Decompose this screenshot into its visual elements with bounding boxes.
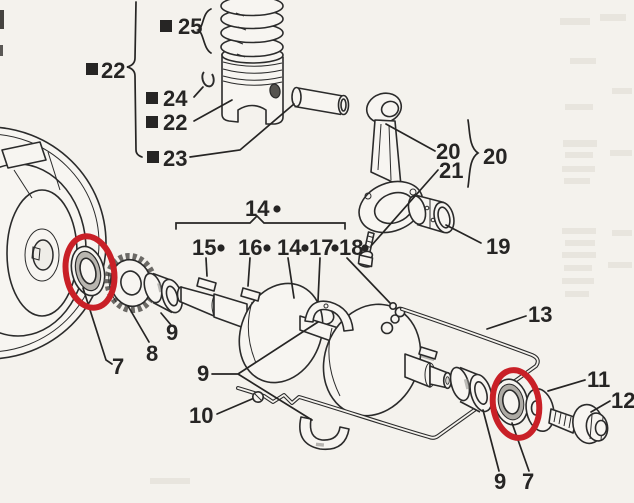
square-bullet [146,116,158,128]
rod-group-brace [467,119,480,188]
pulley-bolt [548,403,609,445]
callout-key-front: 15 [192,235,216,260]
piston-rings [220,0,284,58]
scan-edge-mark [0,45,3,56]
callout-plug: 17 [309,235,333,260]
callout-rod-bolt: 21 [439,158,463,183]
banjo-washer [390,314,400,324]
lower-main-bearing-shell [299,416,350,451]
callout-piston: 22 [163,110,187,135]
flywheel-hub-bore [32,239,54,271]
rear-seal-highlight-circle [489,367,543,441]
dot-bullet [273,205,281,213]
callout-piston-pin: 23 [163,146,187,171]
callout-oil-pipe: 13 [528,302,552,327]
callout-washer: 11 [587,367,610,392]
square-bullet [160,20,172,32]
square-bullet [147,151,159,163]
flywheel-keyway [31,246,41,261]
dot-bullet [331,244,339,252]
woodruff-key-center [240,287,261,302]
callout-oil-jet: 10 [189,403,213,428]
callout-seal-rear: 7 [522,469,534,494]
callout-crankshaft-group: 14 [245,196,270,221]
callout-piston-assembly-group: 22 [101,58,125,83]
crankshaft [176,282,453,417]
dot-bullet [263,244,271,252]
oil-pipe [236,301,540,440]
front-seal-highlight-circle [62,233,118,311]
rings-brace [196,8,212,54]
upper-main-bearing-shell [304,300,354,332]
square-bullet [146,92,158,104]
dot-bullet [301,244,309,252]
rod-big-end-bearing [407,194,455,234]
piston-group-brace [126,1,143,158]
callout-labels: 25 22 24 22 23 20 21 20 19 14 15 16 14 1… [86,14,634,494]
callout-circlip: 24 [163,86,188,111]
piston-pin-boss [269,83,281,99]
woodruff-key-front [196,277,217,292]
connecting-rod [358,92,424,234]
piston-pin [291,86,350,116]
bleed-through-artifacts [0,10,632,484]
flywheel-rim-slot [1,141,47,169]
counterweight-hole [380,321,394,335]
callout-bearing-front: 9 [166,320,178,345]
callout-bearing-rear: 9 [494,469,506,494]
banjo-washer [388,301,397,310]
dot-bullet [361,244,369,252]
circlip [201,71,215,88]
callout-bolt: 12 [611,388,634,413]
dot-bullet [217,244,225,252]
callout-rod-bearing: 19 [486,234,510,259]
callout-gear: 8 [146,341,158,366]
callout-connecting-rod: 20 [436,139,460,164]
callout-piston-rings: 25 [178,14,202,39]
callout-union: 18 [339,235,363,260]
leader-lines [82,1,611,472]
rear-main-bearing [449,366,493,413]
crankshaft-group-bracket [175,214,346,230]
highlight-circles [62,233,543,441]
square-bullet [86,63,98,75]
rod-bolt [357,231,375,268]
flywheel [0,126,107,360]
front-oil-seal [70,245,106,297]
front-main-bearing [143,272,184,314]
callout-crankshaft: 14 [277,235,302,260]
callout-key-center: 16 [238,235,262,260]
rear-shaft-key [418,346,438,360]
scan-edge-mark [0,10,4,29]
callout-rod-group: 20 [483,144,507,169]
callout-seal-front: 7 [112,354,124,379]
callout-main-bearing-shells: 9 [197,361,209,386]
